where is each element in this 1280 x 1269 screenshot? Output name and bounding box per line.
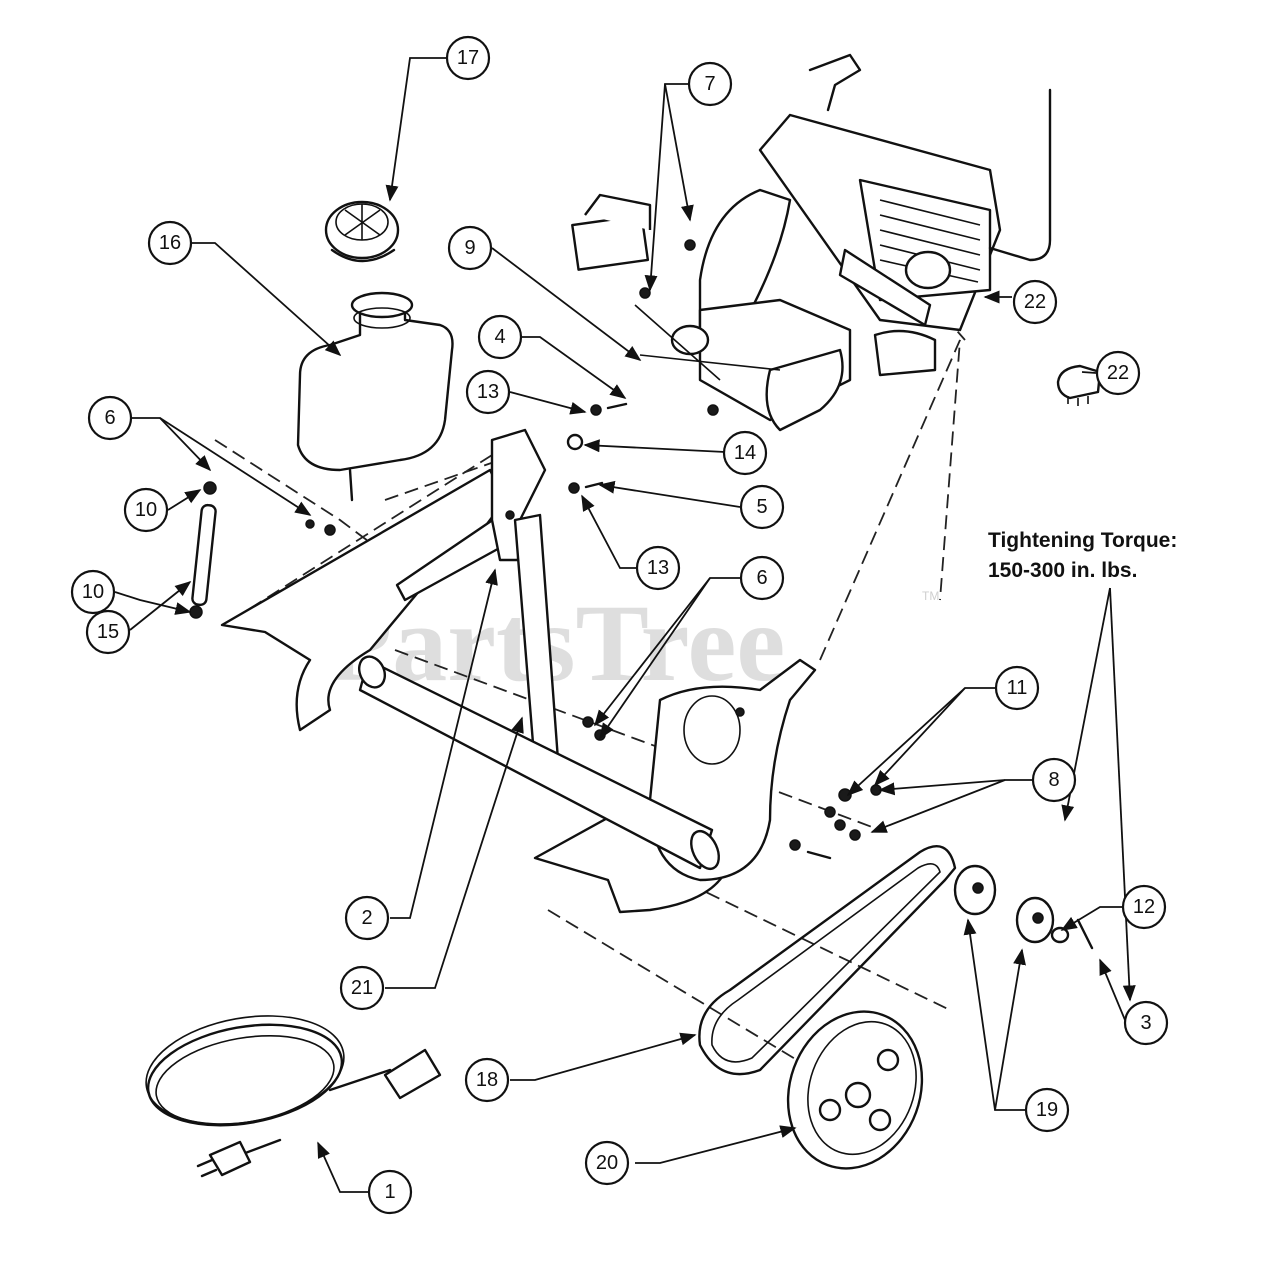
callout-22-engine: 22	[1012, 279, 1058, 325]
extension-cord	[145, 1015, 442, 1178]
svg-text:22: 22	[1107, 362, 1129, 384]
fuel-cap	[324, 200, 400, 263]
auger-tube	[357, 655, 720, 871]
svg-text:19: 19	[1036, 1099, 1058, 1121]
svg-text:1: 1	[384, 1181, 395, 1203]
fuel-tank	[296, 291, 454, 502]
svg-text:8: 8	[1048, 769, 1059, 791]
leader-lines	[114, 57, 1136, 1193]
callout-16: 16	[147, 220, 193, 266]
callout-6-lower: 6	[739, 555, 785, 601]
torque-note-line2: 150-300 in. lbs.	[988, 559, 1137, 582]
callout-7: 7	[687, 61, 733, 107]
svg-text:2: 2	[361, 907, 372, 929]
callout-3: 3	[1123, 1000, 1169, 1046]
svg-text:9: 9	[464, 237, 475, 259]
svg-text:11: 11	[1007, 677, 1028, 699]
svg-text:6: 6	[104, 407, 115, 429]
callout-6-upper: 6	[87, 395, 133, 441]
svg-text:4: 4	[494, 326, 505, 348]
svg-text:13: 13	[647, 557, 669, 579]
svg-text:14: 14	[734, 442, 756, 464]
vertical-bracket	[490, 428, 560, 771]
left-side-plate	[220, 468, 507, 732]
svg-text:10: 10	[82, 581, 104, 603]
callout-11: 11	[994, 665, 1040, 711]
callout-21: 21	[339, 965, 385, 1011]
callout-13-upper: 13	[465, 369, 511, 415]
callout-10-upper: 10	[123, 487, 169, 533]
callout-22-switch: 22	[1095, 350, 1141, 396]
callout-15: 15	[85, 609, 131, 655]
callout-18: 18	[464, 1057, 510, 1103]
svg-text:10: 10	[135, 499, 157, 521]
callout-12: 12	[1121, 884, 1167, 930]
callout-2: 2	[344, 895, 390, 941]
callout-4: 4	[477, 314, 523, 360]
svg-text:20: 20	[596, 1152, 618, 1174]
svg-text:12: 12	[1133, 896, 1155, 918]
callouts: 1 2 3 4 5 6 6 7 8 9 10 10 11 12 13 13 14…	[70, 35, 1169, 1215]
torque-note-line1: Tightening Torque:	[988, 529, 1177, 552]
svg-text:22: 22	[1024, 291, 1046, 313]
callout-17: 17	[445, 35, 491, 81]
callout-9: 9	[447, 225, 493, 271]
svg-text:5: 5	[756, 496, 767, 518]
callout-1: 1	[367, 1169, 413, 1215]
torque-note: Tightening Torque: 150-300 in. lbs.	[988, 529, 1177, 582]
pulley	[786, 1010, 924, 1170]
spacers	[953, 864, 1055, 944]
svg-text:17: 17	[457, 47, 479, 69]
callout-5: 5	[739, 484, 785, 530]
svg-text:6: 6	[756, 567, 767, 589]
watermark-trademark: TM	[922, 589, 939, 603]
svg-text:21: 21	[351, 977, 373, 999]
callout-8: 8	[1031, 757, 1077, 803]
link-rod	[189, 481, 217, 619]
svg-text:15: 15	[97, 621, 119, 643]
callout-14: 14	[722, 430, 768, 476]
svg-text:16: 16	[159, 232, 181, 254]
svg-text:13: 13	[477, 381, 499, 403]
callout-10-lower: 10	[70, 569, 116, 615]
engine	[571, 53, 1052, 432]
drive-belt	[698, 845, 957, 1076]
svg-text:3: 3	[1140, 1012, 1151, 1034]
callout-19: 19	[1024, 1087, 1070, 1133]
svg-text:7: 7	[704, 73, 715, 95]
callout-20: 20	[584, 1140, 630, 1186]
callout-13-lower: 13	[635, 545, 681, 591]
svg-text:18: 18	[476, 1069, 498, 1091]
